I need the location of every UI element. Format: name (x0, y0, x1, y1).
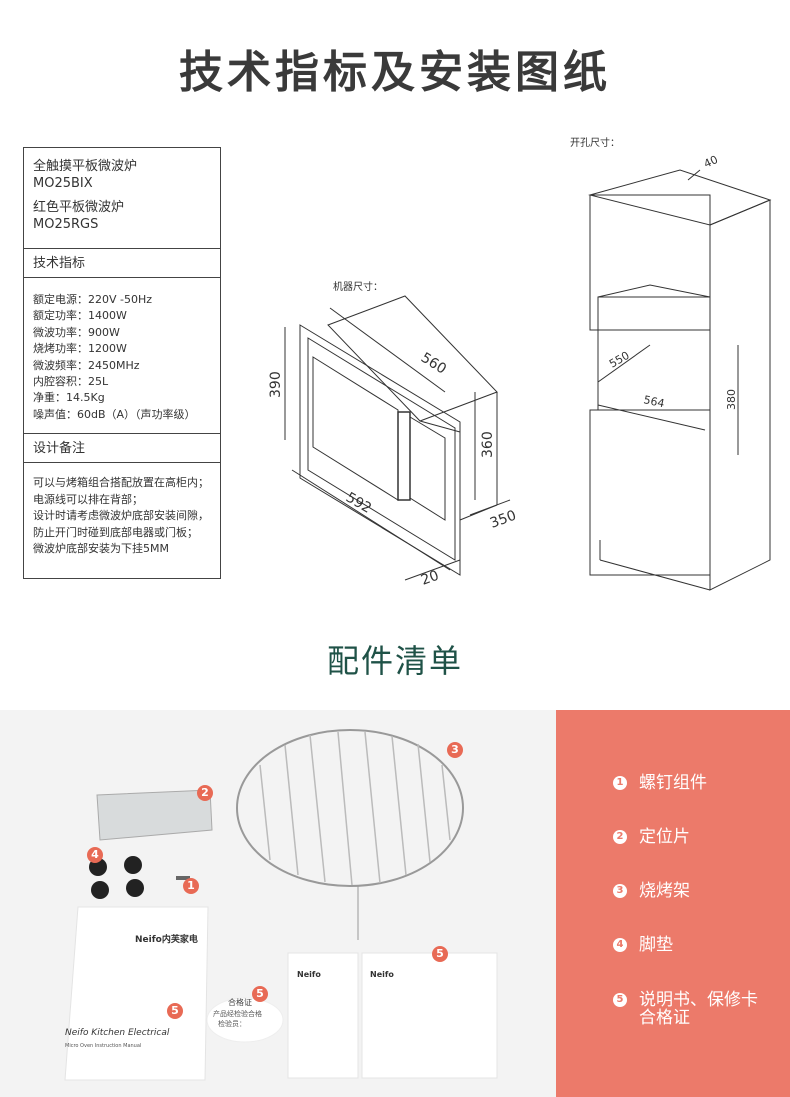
legend-label: 说明书、保修卡 合格证 (639, 991, 758, 1027)
badge-3: 3 (447, 742, 463, 758)
notes-list: 可以与烤箱组合搭配放置在高柜内； 电源线可以排在背部； 设计时请考虑微波炉底部安… (24, 463, 220, 558)
note-item: 设计时请考虑微波炉底部安装间隙， (33, 509, 209, 522)
number-icon: 3 (613, 884, 627, 898)
product-model: MO25BIX (33, 176, 93, 191)
spec-table: 全触摸平板微波炉 MO25BIX 红色平板微波炉 MO25RGS 技术指标 额定… (23, 147, 221, 579)
number-icon: 1 (613, 776, 627, 790)
legend-label-line: 说明书、保修卡 (639, 990, 758, 1010)
legend-label: 螺钉组件 (639, 773, 707, 793)
machine-size-label: 机器尺寸： (333, 282, 383, 293)
dim-frame: 20 (419, 568, 441, 589)
dim-cut-height: 380 (725, 389, 738, 410)
manual-brand: Neifo内芙家电 (135, 935, 198, 945)
note-item: 可以与烤箱组合搭配放置在高柜内； (33, 476, 209, 489)
legend-item: 2 定位片 (613, 828, 690, 846)
spec-item: 微波功率：900W (33, 325, 120, 339)
number-icon: 4 (613, 938, 627, 952)
cabinet-drawing: 40 550 564 380 (588, 153, 772, 591)
card-brand: Neifo (370, 970, 394, 979)
cert-title: 合格证 (228, 998, 252, 1007)
legend-label-line: 合格证 (639, 1008, 690, 1028)
tech-heading: 技术指标 (24, 249, 220, 278)
product-name: 全触摸平板微波炉 (33, 159, 138, 174)
accessories-photo: Neifo内芙家电 Neifo Kitchen Electrical Micro… (0, 710, 556, 1097)
legend-item: 5 说明书、保修卡 合格证 (613, 991, 758, 1027)
manual-title: Neifo Kitchen Electrical (65, 1028, 170, 1038)
number-icon: 2 (613, 830, 627, 844)
notes-heading: 设计备注 (24, 434, 220, 463)
note-item: 电源线可以排在背部； (33, 492, 143, 506)
badge-5: 5 (432, 946, 448, 962)
badge-5: 5 (167, 1003, 183, 1019)
badge-4: 4 (87, 847, 103, 863)
dim-top: 40 (702, 153, 720, 171)
legend-label: 脚垫 (639, 935, 673, 955)
badge-1: 1 (183, 878, 199, 894)
dim-height: 390 (268, 371, 284, 398)
manual-subtitle: Micro Oven Instruction Manual (65, 1043, 142, 1049)
legend-item: 1 螺钉组件 (613, 774, 707, 792)
cert-line: 检验员： (218, 1020, 246, 1028)
number-icon: 5 (613, 993, 627, 1007)
spec-item: 烧烤功率：1200W (33, 342, 127, 356)
card-brand: Neifo (297, 970, 321, 979)
legend-item: 3 烧烤架 (613, 882, 690, 900)
photo-illustration (64, 729, 498, 1081)
accessories-legend: 1 螺钉组件 2 定位片 3 烧烤架 4 脚垫 5 说明书、保修卡 合格证 (556, 710, 790, 1097)
note-item: 微波炉底部安装为下挂5MM (33, 542, 169, 555)
product-model: MO25RGS (33, 217, 99, 232)
spec-list: 额定电源：220V -50Hz 额定功率：1400W 微波功率：900W 烧烤功… (24, 278, 220, 434)
spec-item: 额定电源：220V -50Hz (33, 293, 153, 306)
legend-label: 烧烤架 (639, 881, 690, 901)
spec-item: 微波频率：2450MHz (33, 358, 140, 372)
badge-2: 2 (197, 785, 213, 801)
product-name: 红色平板微波炉 (33, 200, 125, 215)
product-models: 全触摸平板微波炉 MO25BIX 红色平板微波炉 MO25RGS (24, 148, 220, 249)
dim-inner-height: 360 (480, 431, 496, 458)
legend-item: 4 脚垫 (613, 936, 673, 954)
spec-item: 内腔容积：25L (33, 375, 109, 389)
cert-line: 产品经检验合格 (213, 1010, 262, 1018)
microwave-drawing: 560 390 360 592 350 20 (268, 295, 518, 589)
cutout-size-label: 开孔尺寸： (570, 138, 620, 149)
spec-item: 额定功率：1400W (33, 309, 127, 323)
legend-label: 定位片 (639, 827, 690, 847)
accessories-title: 配件清单 (326, 642, 463, 680)
note-item: 防止开门时碰到底部电器或门板； (33, 525, 198, 539)
badge-5: 5 (252, 986, 268, 1002)
spec-item: 净重：14.5Kg (33, 391, 105, 405)
dim-cut-width: 564 (642, 393, 665, 410)
spec-item: 噪声值：60dB（A）（声功率级） (33, 407, 196, 421)
page-title: 技术指标及安装图纸 (179, 47, 611, 98)
